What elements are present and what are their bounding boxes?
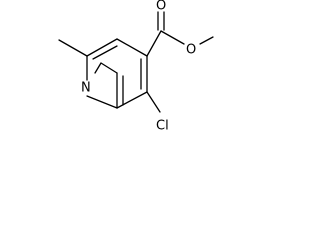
carbonyl-oxygen-label: O <box>156 0 166 14</box>
bond-c6-ring <box>86 38 118 57</box>
bond-c3-c4 <box>116 91 148 109</box>
bond-c6-ring-inner <box>92 45 118 60</box>
bond-n-c2 <box>86 95 118 109</box>
chlorine-label: Cl <box>156 119 169 134</box>
ester-oxygen-label: O <box>186 43 196 58</box>
bond-n1-c2 <box>100 62 118 74</box>
nitrogen-label: N <box>81 81 91 96</box>
bond-methyl <box>58 39 88 57</box>
bond-ester-oxygen-methyl <box>199 36 214 45</box>
chemical-structure-diagram: N Cl O O <box>58 0 214 134</box>
bond-ring-carbonyl-carbon <box>146 30 162 57</box>
bond-ring-chlorine <box>146 91 161 113</box>
bond-carbon-ester-oxygen <box>160 30 185 45</box>
bond-c6-n1 <box>94 62 102 74</box>
bond-c5-c6 <box>116 38 148 57</box>
